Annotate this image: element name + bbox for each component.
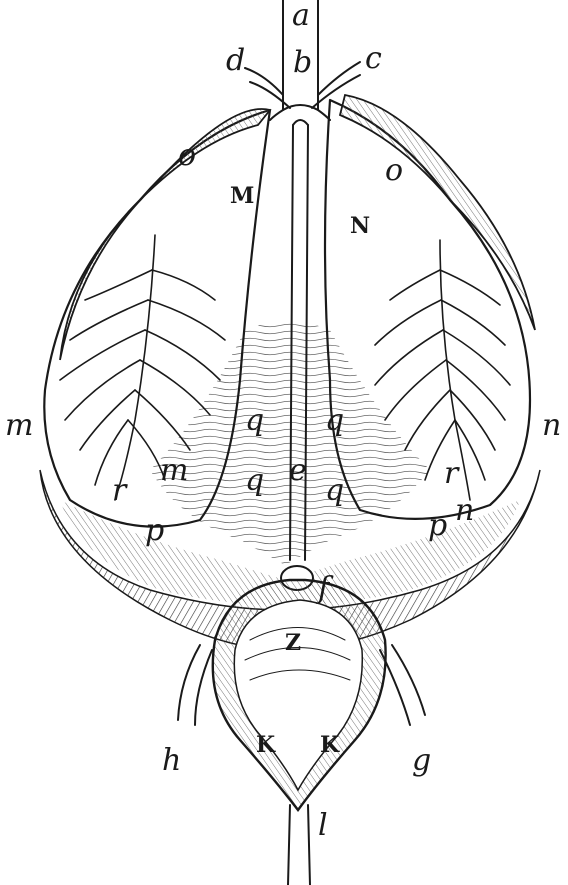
label-q-upper-right: q — [325, 403, 344, 438]
label-Z: Z — [285, 630, 301, 656]
label-l: l — [318, 808, 328, 843]
label-q-lower-left: q — [245, 463, 264, 498]
label-q-lower-right: q — [325, 473, 344, 508]
label-a: a — [292, 0, 310, 33]
label-d: d — [226, 43, 245, 78]
label-K-left: K — [256, 732, 276, 758]
label-n-outer: n — [542, 408, 561, 443]
label-m-outer: m — [5, 408, 33, 443]
label-e: e — [289, 453, 307, 488]
label-c: c — [365, 41, 382, 76]
label-q-upper-left: q — [245, 403, 264, 438]
label-p-left: p — [145, 513, 164, 548]
chamber-inner — [234, 600, 362, 790]
label-K-right: K — [320, 732, 340, 758]
label-p-right: p — [428, 508, 447, 543]
label-h: h — [162, 743, 181, 778]
label-M: M — [230, 183, 254, 209]
label-b: b — [293, 45, 312, 80]
label-g: g — [412, 743, 431, 778]
label-r-left: r — [112, 473, 128, 508]
label-o-right: o — [385, 153, 403, 188]
label-o-left: o — [178, 138, 196, 173]
descending-vessel — [288, 805, 310, 885]
label-m-inner: m — [160, 453, 188, 488]
label-n-inner: n — [455, 493, 474, 528]
label-r-right: r — [444, 456, 460, 491]
left-band-o — [60, 109, 270, 360]
label-N: N — [350, 213, 370, 239]
